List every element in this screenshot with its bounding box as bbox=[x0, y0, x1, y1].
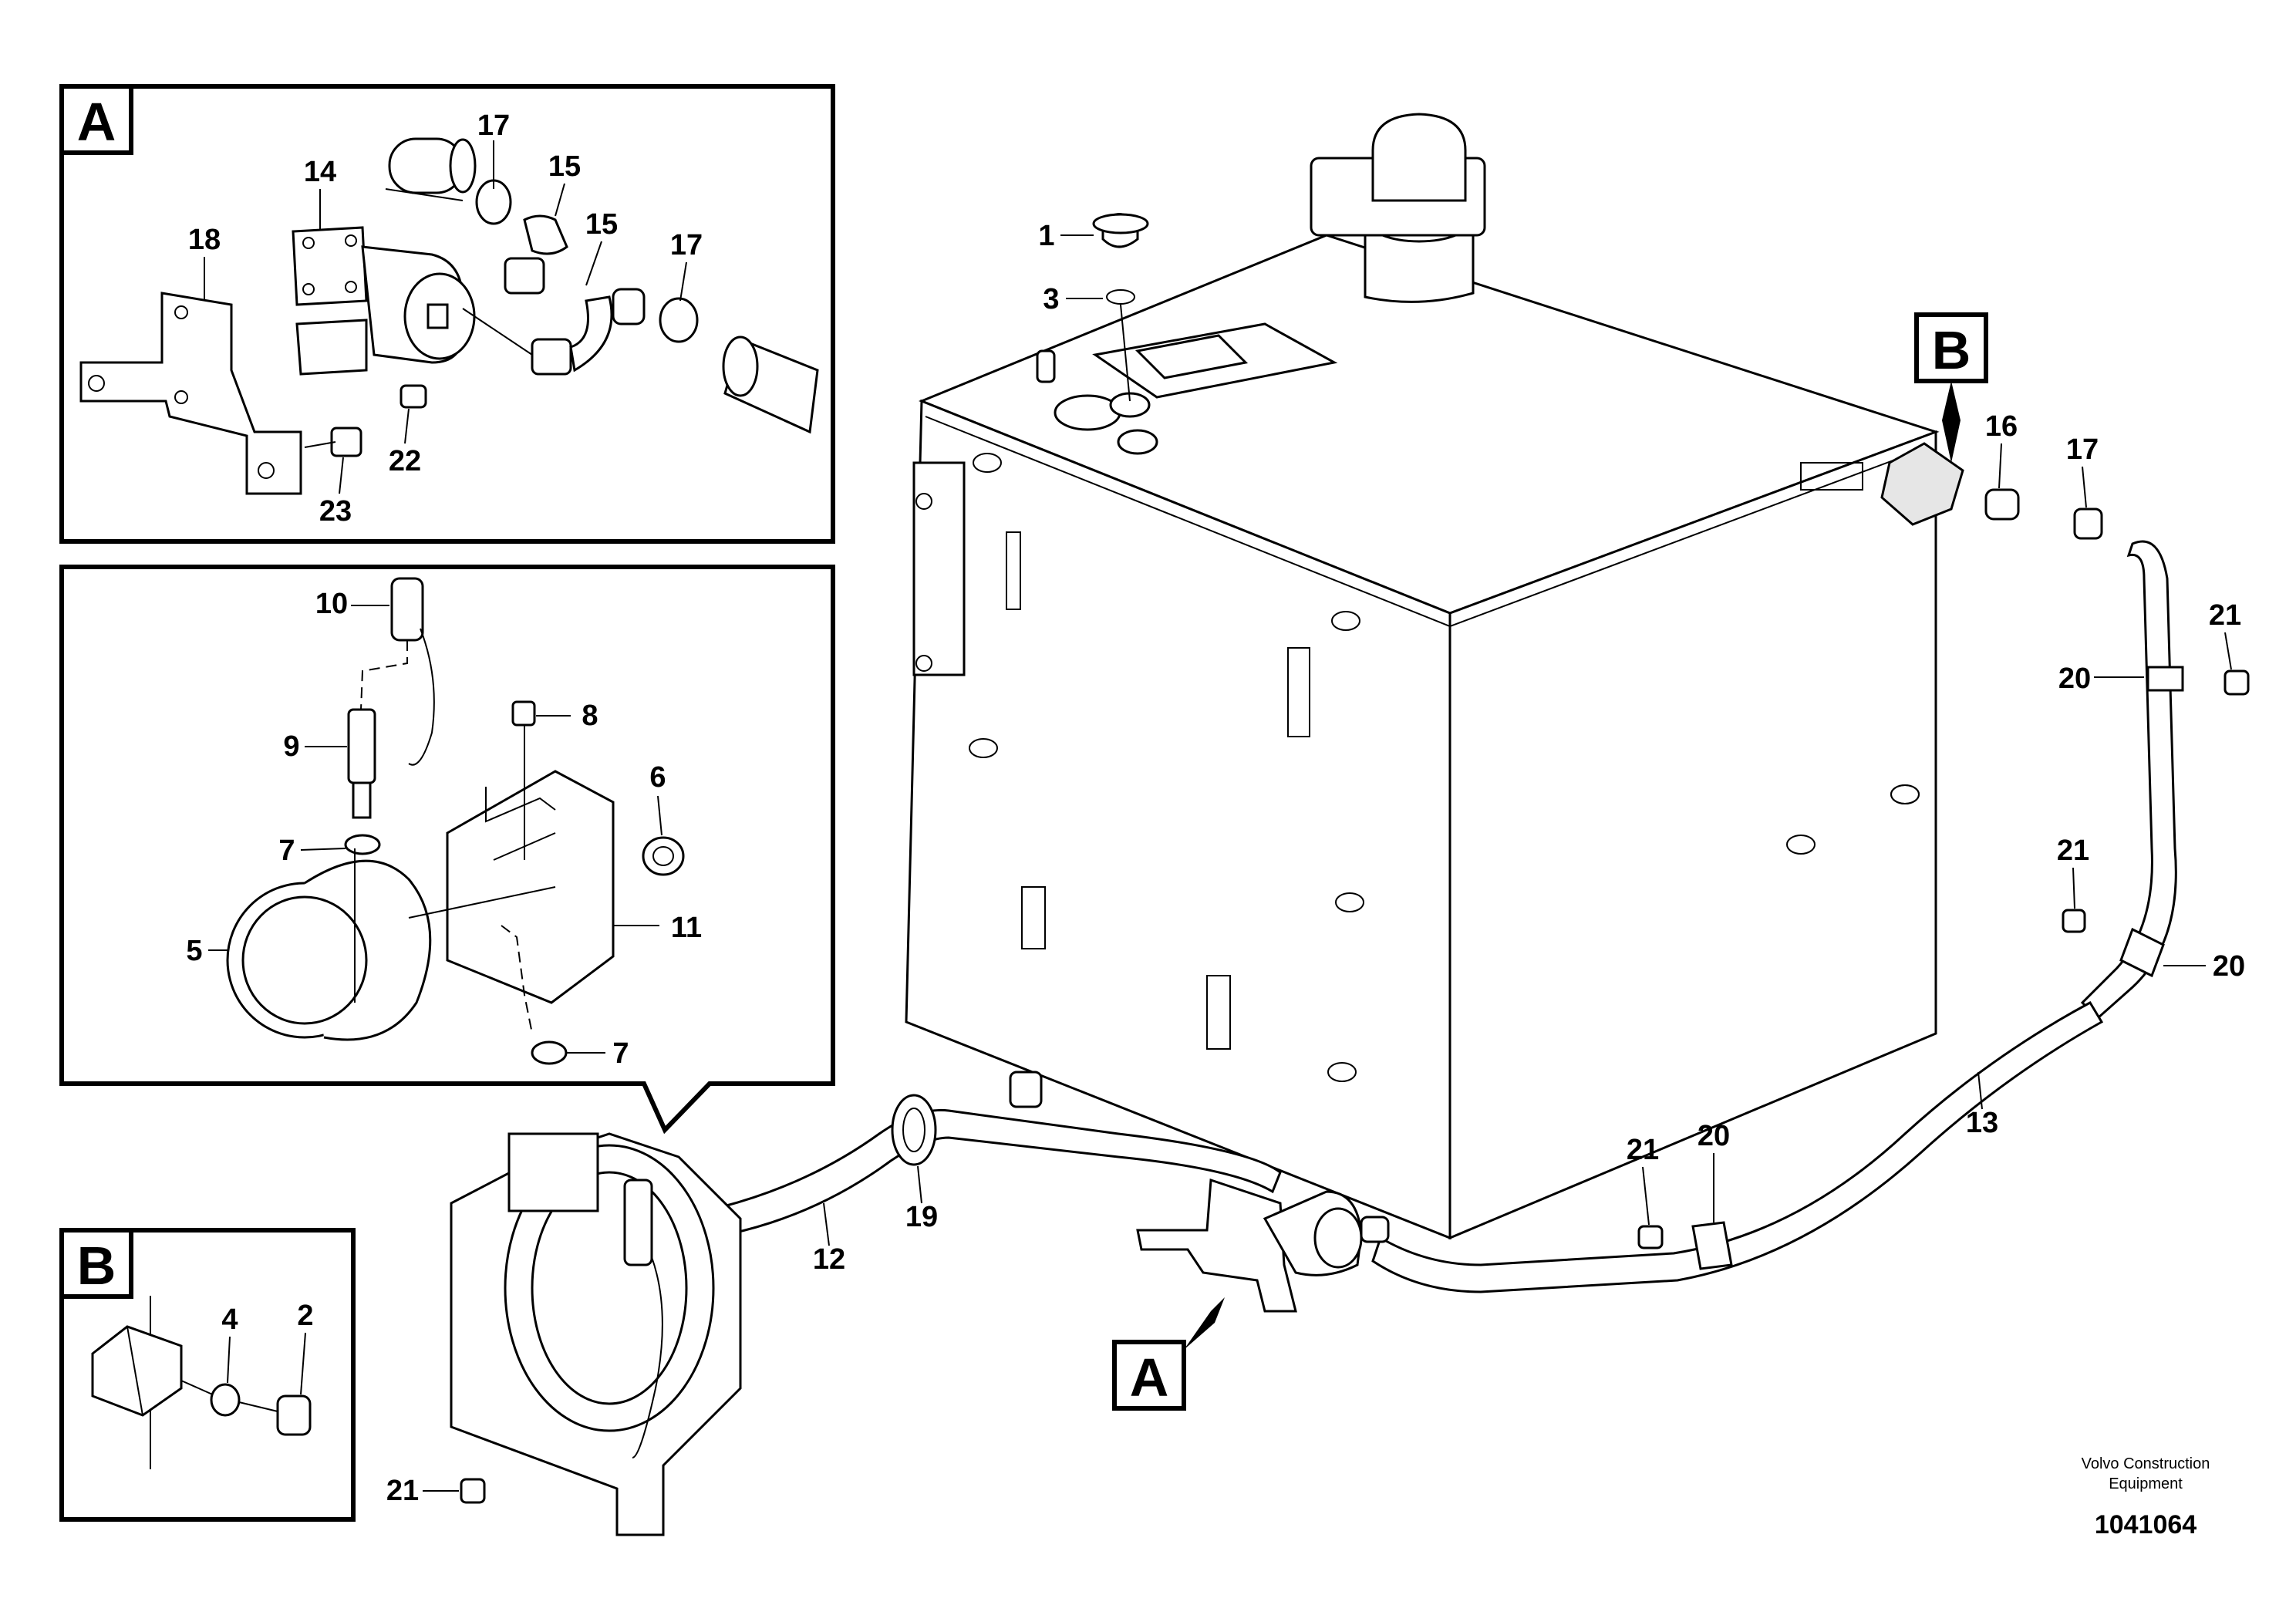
hose-13 bbox=[1371, 1001, 2104, 1293]
callout-6: 6 bbox=[649, 761, 666, 794]
callout-9: 9 bbox=[283, 730, 299, 763]
callout-1: 1 bbox=[1038, 220, 1054, 252]
callout-2: 2 bbox=[297, 1300, 313, 1332]
plug-2 bbox=[276, 1394, 312, 1436]
detail-frame-heater: 10 9 7 5 8 6 11 7 bbox=[59, 565, 835, 1135]
callout-14: 14 bbox=[304, 156, 336, 188]
callout-21: 21 bbox=[2057, 835, 2089, 867]
callout-18: 18 bbox=[188, 224, 221, 256]
callout-7: 7 bbox=[612, 1037, 629, 1070]
fittings-15-17 bbox=[385, 137, 819, 434]
callout-19: 19 bbox=[905, 1201, 938, 1233]
callout-7: 7 bbox=[278, 835, 295, 867]
sensor-probe-9-10 bbox=[344, 577, 435, 855]
callout-17: 17 bbox=[670, 229, 703, 261]
callout-11: 11 bbox=[671, 912, 702, 944]
callout-20: 20 bbox=[2058, 663, 2091, 695]
cover-plate-11 bbox=[446, 700, 615, 1004]
callout-15: 15 bbox=[585, 208, 618, 241]
callout-17: 17 bbox=[477, 110, 510, 142]
callout-22: 22 bbox=[389, 445, 421, 477]
detail-b-letter: B bbox=[77, 1236, 116, 1296]
callout-20: 20 bbox=[1698, 1120, 1730, 1152]
drawing-number: 1041064 bbox=[2095, 1510, 2197, 1539]
callout-21: 21 bbox=[1627, 1134, 1659, 1166]
callout-b-main: B bbox=[1880, 312, 1988, 526]
callout-8: 8 bbox=[582, 700, 598, 732]
port-block bbox=[91, 1325, 183, 1417]
detail-frame-b: B 4 2 bbox=[59, 1228, 356, 1522]
callout-20: 20 bbox=[2213, 950, 2245, 983]
brand-line-1: Volvo Construction bbox=[2082, 1455, 2210, 1472]
filler-cap-1 bbox=[1092, 213, 1149, 402]
hose-12 bbox=[720, 1094, 1282, 1236]
detail-frame-a: A bbox=[59, 84, 835, 544]
heater-band-5 bbox=[226, 848, 432, 1041]
callout-10: 10 bbox=[315, 588, 348, 620]
grommet-6 bbox=[642, 836, 685, 876]
callout-a-main: A bbox=[1112, 1297, 1225, 1411]
svg-text:A: A bbox=[1130, 1347, 1169, 1408]
callout-5: 5 bbox=[186, 935, 202, 967]
brand-line-2: Equipment bbox=[2109, 1475, 2183, 1492]
hydraulic-tank bbox=[905, 113, 1940, 1240]
right-hose-assembly bbox=[1984, 488, 2250, 1020]
solenoid-valve-14 bbox=[292, 226, 476, 376]
o-ring-4 bbox=[210, 1383, 241, 1417]
solenoid-valve-assembly bbox=[1136, 1178, 1390, 1313]
heater-assembly-installed bbox=[450, 1132, 742, 1536]
screws-22-23 bbox=[304, 384, 427, 457]
callout-4: 4 bbox=[221, 1303, 238, 1336]
callout-16: 16 bbox=[1985, 410, 2018, 443]
callout-17: 17 bbox=[2066, 433, 2099, 466]
callout-15: 15 bbox=[548, 150, 581, 183]
callout-21: 21 bbox=[386, 1475, 419, 1507]
svg-text:B: B bbox=[1932, 320, 1971, 380]
clamp-7-bottom bbox=[501, 925, 568, 1065]
callout-12: 12 bbox=[813, 1243, 845, 1276]
callout-21: 21 bbox=[2209, 599, 2241, 632]
detail-a-letter: A bbox=[77, 92, 116, 152]
callout-13: 13 bbox=[1966, 1107, 1998, 1139]
callout-23: 23 bbox=[319, 495, 352, 528]
bracket-18 bbox=[79, 292, 302, 495]
callout-3: 3 bbox=[1043, 283, 1059, 315]
